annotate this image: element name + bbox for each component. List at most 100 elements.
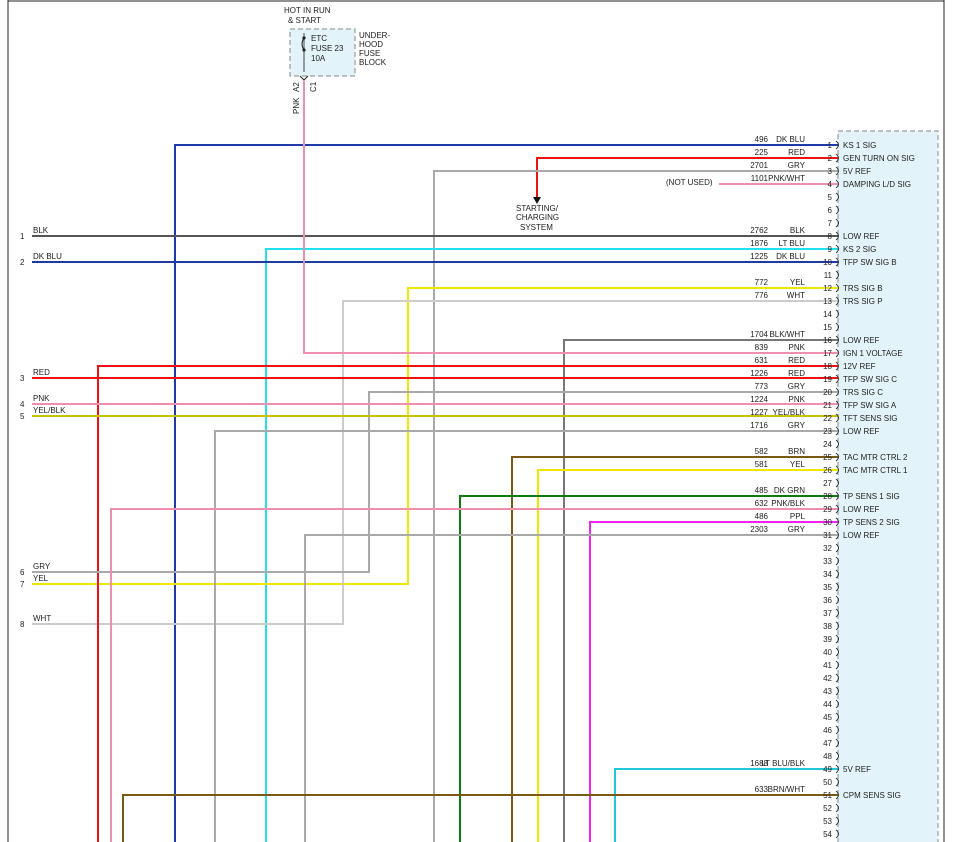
pin-number-27: 27	[823, 479, 832, 488]
pin-terminal-icon	[835, 283, 839, 293]
signal-label-4: DAMPING L/D SIG	[843, 180, 911, 189]
signal-label-51: CPM SENS SIG	[843, 791, 901, 800]
pin-number-15: 15	[823, 323, 832, 332]
pin-terminal-icon	[835, 556, 839, 566]
pin-terminal-icon	[835, 595, 839, 605]
starting-system-label-3: SYSTEM	[520, 223, 553, 232]
pin-number-29: 29	[823, 505, 832, 514]
pin-terminal-icon	[835, 270, 839, 280]
pin-terminal-icon	[835, 777, 839, 787]
pin-number-2: 2	[828, 154, 833, 163]
pin-terminal-icon	[835, 296, 839, 306]
wire-pin-12	[32, 287, 838, 585]
fuse-output-terminal	[299, 75, 309, 81]
pin-terminal-icon	[835, 322, 839, 332]
left-pin-number-8: 8	[20, 620, 25, 629]
fuse-block-label-3: FUSE	[359, 49, 380, 58]
fuse-wire-color: PNK	[292, 97, 301, 114]
pin-number-11: 11	[824, 271, 833, 280]
pin-terminal-icon	[835, 634, 839, 644]
wire-color-label-18: RED	[788, 356, 805, 365]
pin-number-10: 10	[823, 258, 832, 267]
pin-terminal-icon	[835, 231, 839, 241]
fuse-pin-b: C1	[309, 81, 318, 92]
pin-terminal-icon	[835, 478, 839, 488]
circuit-number-8: 2762	[750, 226, 768, 235]
pin-number-3: 3	[828, 167, 833, 176]
left-wire-color-4: PNK	[33, 394, 50, 403]
signal-label-10: TFP SW SIG B	[843, 258, 897, 267]
pin-number-44: 44	[823, 700, 832, 709]
pin-terminal-icon	[835, 218, 839, 228]
circuit-number-3: 2701	[750, 161, 768, 170]
signal-label-21: TFP SW SIG A	[843, 401, 897, 410]
pin-number-35: 35	[823, 583, 832, 592]
pin-number-50: 50	[823, 778, 832, 787]
pin-number-36: 36	[823, 596, 832, 605]
circuit-number-23: 1716	[750, 421, 768, 430]
wire-pin-3	[433, 170, 838, 842]
pin-terminal-icon	[835, 608, 839, 618]
signal-label-17: IGN 1 VOLTAGE	[843, 349, 903, 358]
left-pin-number-4: 4	[20, 400, 25, 409]
pin-terminal-icon	[835, 452, 839, 462]
pin-terminal-icon	[835, 140, 839, 150]
wire-color-label-19: RED	[788, 369, 805, 378]
pin-number-12: 12	[823, 284, 832, 293]
pin-terminal-icon	[835, 374, 839, 384]
fuse-block-label-1: UNDER-	[359, 31, 390, 40]
wire-color-label-2: RED	[788, 148, 805, 157]
pin-terminal-icon	[835, 166, 839, 176]
signal-label-19: TFP SW SIG C	[843, 375, 897, 384]
pin-number-9: 9	[828, 245, 833, 254]
pin-number-42: 42	[823, 674, 832, 683]
signal-label-31: LOW REF	[843, 531, 880, 540]
wire-pin-51	[122, 794, 838, 842]
wire-color-label-13: WHT	[787, 291, 805, 300]
pin-number-38: 38	[823, 622, 832, 631]
pin-number-39: 39	[823, 635, 832, 644]
signal-label-12: TRS SIG B	[843, 284, 883, 293]
wire-color-label-49: LT BLU/BLK	[761, 759, 805, 768]
pin-number-19: 19	[823, 375, 832, 384]
signal-label-28: TP SENS 1 SIG	[843, 492, 900, 501]
wire-color-label-12: YEL	[790, 278, 806, 287]
pin-terminal-icon	[835, 491, 839, 501]
wire-color-label-28: DK GRN	[774, 486, 805, 495]
left-pin-number-6: 6	[20, 568, 25, 577]
pin-number-7: 7	[828, 219, 833, 228]
pin-terminal-icon	[835, 361, 839, 371]
pin-number-21: 21	[823, 401, 832, 410]
pin-number-5: 5	[828, 193, 833, 202]
wire-color-label-30: PPL	[790, 512, 806, 521]
wire-color-label-22: YEL/BLK	[773, 408, 806, 417]
wire-color-label-10: DK BLU	[776, 252, 805, 261]
wire-pin-20	[32, 391, 838, 573]
pin-number-47: 47	[823, 739, 832, 748]
pin-terminal-icon	[835, 764, 839, 774]
pin-terminal-icon	[835, 439, 839, 449]
signal-label-2: GEN TURN ON SIG	[843, 154, 915, 163]
wire-pin-29	[110, 508, 838, 842]
wire-color-label-1: DK BLU	[776, 135, 805, 144]
signal-label-9: KS 2 SIG	[843, 245, 876, 254]
pin-number-8: 8	[828, 232, 833, 241]
circuit-number-25: 582	[755, 447, 769, 456]
fuse-caption-2: & START	[288, 16, 321, 25]
not-used-label: (NOT USED)	[666, 178, 713, 187]
pin-number-43: 43	[823, 687, 832, 696]
wire-color-label-16: BLK/WHT	[769, 330, 805, 339]
wire-pin-18	[97, 365, 838, 842]
left-pin-number-5: 5	[20, 412, 25, 421]
circuit-number-30: 486	[755, 512, 769, 521]
signal-label-13: TRS SIG P	[843, 297, 883, 306]
pin-terminal-icon	[835, 504, 839, 514]
pin-terminal-icon	[835, 647, 839, 657]
left-pin-number-1: 1	[20, 232, 25, 241]
pin-number-14: 14	[823, 310, 832, 319]
pin-number-49: 49	[823, 765, 832, 774]
wire-color-label-4: PNK/WHT	[768, 174, 805, 183]
